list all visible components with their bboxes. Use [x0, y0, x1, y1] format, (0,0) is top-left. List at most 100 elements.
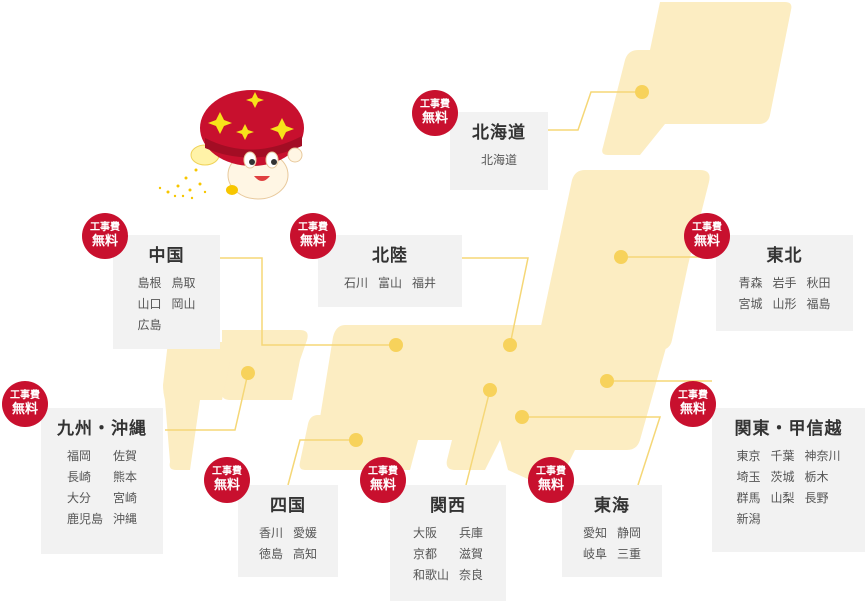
- map-dots: [241, 85, 649, 447]
- badge-big-text: 無料: [369, 478, 396, 493]
- prefecture: 島根: [137, 276, 162, 290]
- prefecture: 大阪: [412, 526, 437, 540]
- dot-chugoku: [389, 338, 403, 352]
- prefecture: 熊本: [113, 470, 138, 484]
- prefecture: 新潟: [736, 512, 761, 526]
- prefecture: 山形: [772, 297, 797, 311]
- region-card-kansai[interactable]: 関西 大阪 兵庫 京都 滋賀 和歌山 奈良: [390, 485, 506, 601]
- dot-kansai: [483, 383, 497, 397]
- prefecture: 高知: [293, 547, 318, 561]
- badge-small-text: 工事費: [692, 222, 722, 233]
- prefecture: 青森: [738, 276, 763, 290]
- prefecture: 長野: [804, 491, 829, 505]
- land-kyushu: [163, 342, 249, 470]
- line-tokai: [522, 416, 662, 486]
- free-install-badge: 工事費 無料: [360, 457, 406, 503]
- prefecture: 岐阜: [582, 547, 607, 561]
- badge-big-text: 無料: [91, 234, 118, 249]
- dot-tohoku: [614, 250, 628, 264]
- prefecture: 宮崎: [113, 491, 138, 505]
- prefecture: 秋田: [806, 276, 831, 290]
- free-install-badge: 工事費 無料: [204, 457, 250, 503]
- prefecture: 埼玉: [736, 470, 761, 484]
- prefecture: 宮城: [738, 297, 763, 311]
- dot-kanto: [600, 374, 614, 388]
- free-install-badge: 工事費 無料: [2, 381, 48, 427]
- prefecture: 福岡: [66, 449, 91, 463]
- line-kansai: [465, 389, 491, 486]
- prefecture: 鹿児島: [66, 512, 103, 526]
- region-card-chugoku[interactable]: 中国 島根 鳥取 山口 岡山 広島: [113, 235, 220, 349]
- prefecture: 三重: [617, 547, 642, 561]
- prefecture: 神奈川: [804, 449, 841, 463]
- prefecture: 和歌山: [412, 568, 449, 582]
- prefecture: 山口: [137, 297, 162, 311]
- region-card-kyushu[interactable]: 九州・沖縄 福岡 佐賀 長崎 熊本 大分 宮崎 鹿児島 沖縄: [41, 408, 163, 554]
- prefecture: 徳島: [258, 547, 283, 561]
- region-card-tokai[interactable]: 東海 愛知 静岡 岐阜 三重: [562, 485, 662, 577]
- badge-big-text: 無料: [299, 234, 326, 249]
- badge-big-text: 無料: [421, 111, 448, 126]
- mushroom-mascot-icon: [158, 90, 304, 200]
- region-title: 北海道: [472, 123, 526, 143]
- prefecture: 愛媛: [293, 526, 318, 540]
- badge-small-text: 工事費: [10, 390, 40, 401]
- region-card-kanto[interactable]: 関東・甲信越 東京 千葉 神奈川 埼玉 茨城 栃木 群馬 山梨 長野 新潟: [712, 408, 865, 552]
- prefecture: 石川: [343, 276, 368, 290]
- prefecture: 滋賀: [459, 547, 484, 561]
- prefecture: 静岡: [617, 526, 642, 540]
- prefecture: 北海道: [480, 153, 517, 167]
- region-card-hokkaido[interactable]: 北海道 北海道: [450, 112, 548, 190]
- land-chugoku: [221, 330, 308, 400]
- line-kyushu: [165, 372, 249, 431]
- badge-big-text: 無料: [213, 478, 240, 493]
- land-hokkaido: [602, 2, 792, 155]
- badge-small-text: 工事費: [298, 222, 328, 233]
- badge-small-text: 工事費: [368, 466, 398, 477]
- land-honshu-central: [317, 325, 670, 480]
- region-card-hokuriku[interactable]: 北陸 石川 富山 福井: [318, 235, 462, 307]
- prefecture: 京都: [412, 547, 437, 561]
- region-title: 東北: [766, 246, 803, 266]
- dot-hokkaido: [635, 85, 649, 99]
- badge-small-text: 工事費: [678, 390, 708, 401]
- region-title: 四国: [270, 496, 306, 516]
- prefecture: 広島: [137, 318, 162, 332]
- prefecture: 香川: [258, 526, 283, 540]
- dot-tokai: [515, 410, 529, 424]
- prefecture: 岡山: [171, 297, 196, 311]
- badge-small-text: 工事費: [420, 99, 450, 110]
- region-title: 九州・沖縄: [57, 419, 147, 439]
- badge-big-text: 無料: [11, 402, 38, 417]
- dot-shikoku: [349, 433, 363, 447]
- prefecture: 茨城: [770, 470, 795, 484]
- prefecture: 大分: [66, 491, 91, 505]
- region-card-tohoku[interactable]: 東北 青森 岩手 秋田 宮城 山形 福島: [716, 235, 853, 331]
- badge-small-text: 工事費: [90, 222, 120, 233]
- region-title: 中国: [148, 246, 185, 266]
- free-install-badge: 工事費 無料: [528, 457, 574, 503]
- line-hokuriku: [462, 257, 529, 346]
- prefecture: 山梨: [770, 491, 795, 505]
- prefecture: 愛知: [582, 526, 607, 540]
- region-card-shikoku[interactable]: 四国 香川 愛媛 徳島 高知: [238, 485, 338, 577]
- prefecture: 兵庫: [459, 526, 484, 540]
- prefecture: 岩手: [772, 276, 797, 290]
- free-install-badge: 工事費 無料: [684, 213, 730, 259]
- badge-small-text: 工事費: [536, 466, 566, 477]
- line-chugoku: [220, 257, 396, 346]
- prefecture: 鳥取: [171, 276, 196, 290]
- free-install-badge: 工事費 無料: [670, 381, 716, 427]
- line-hokkaido: [548, 91, 642, 131]
- prefecture: 福井: [412, 276, 437, 290]
- prefecture: 東京: [736, 449, 761, 463]
- prefecture: 群馬: [736, 491, 761, 505]
- free-install-badge: 工事費 無料: [290, 213, 336, 259]
- free-install-badge: 工事費 無料: [412, 90, 458, 136]
- badge-big-text: 無料: [693, 234, 720, 249]
- prefecture: 千葉: [770, 449, 795, 463]
- region-title: 東海: [594, 496, 630, 516]
- prefecture: 富山: [377, 276, 402, 290]
- prefecture: 栃木: [804, 470, 829, 484]
